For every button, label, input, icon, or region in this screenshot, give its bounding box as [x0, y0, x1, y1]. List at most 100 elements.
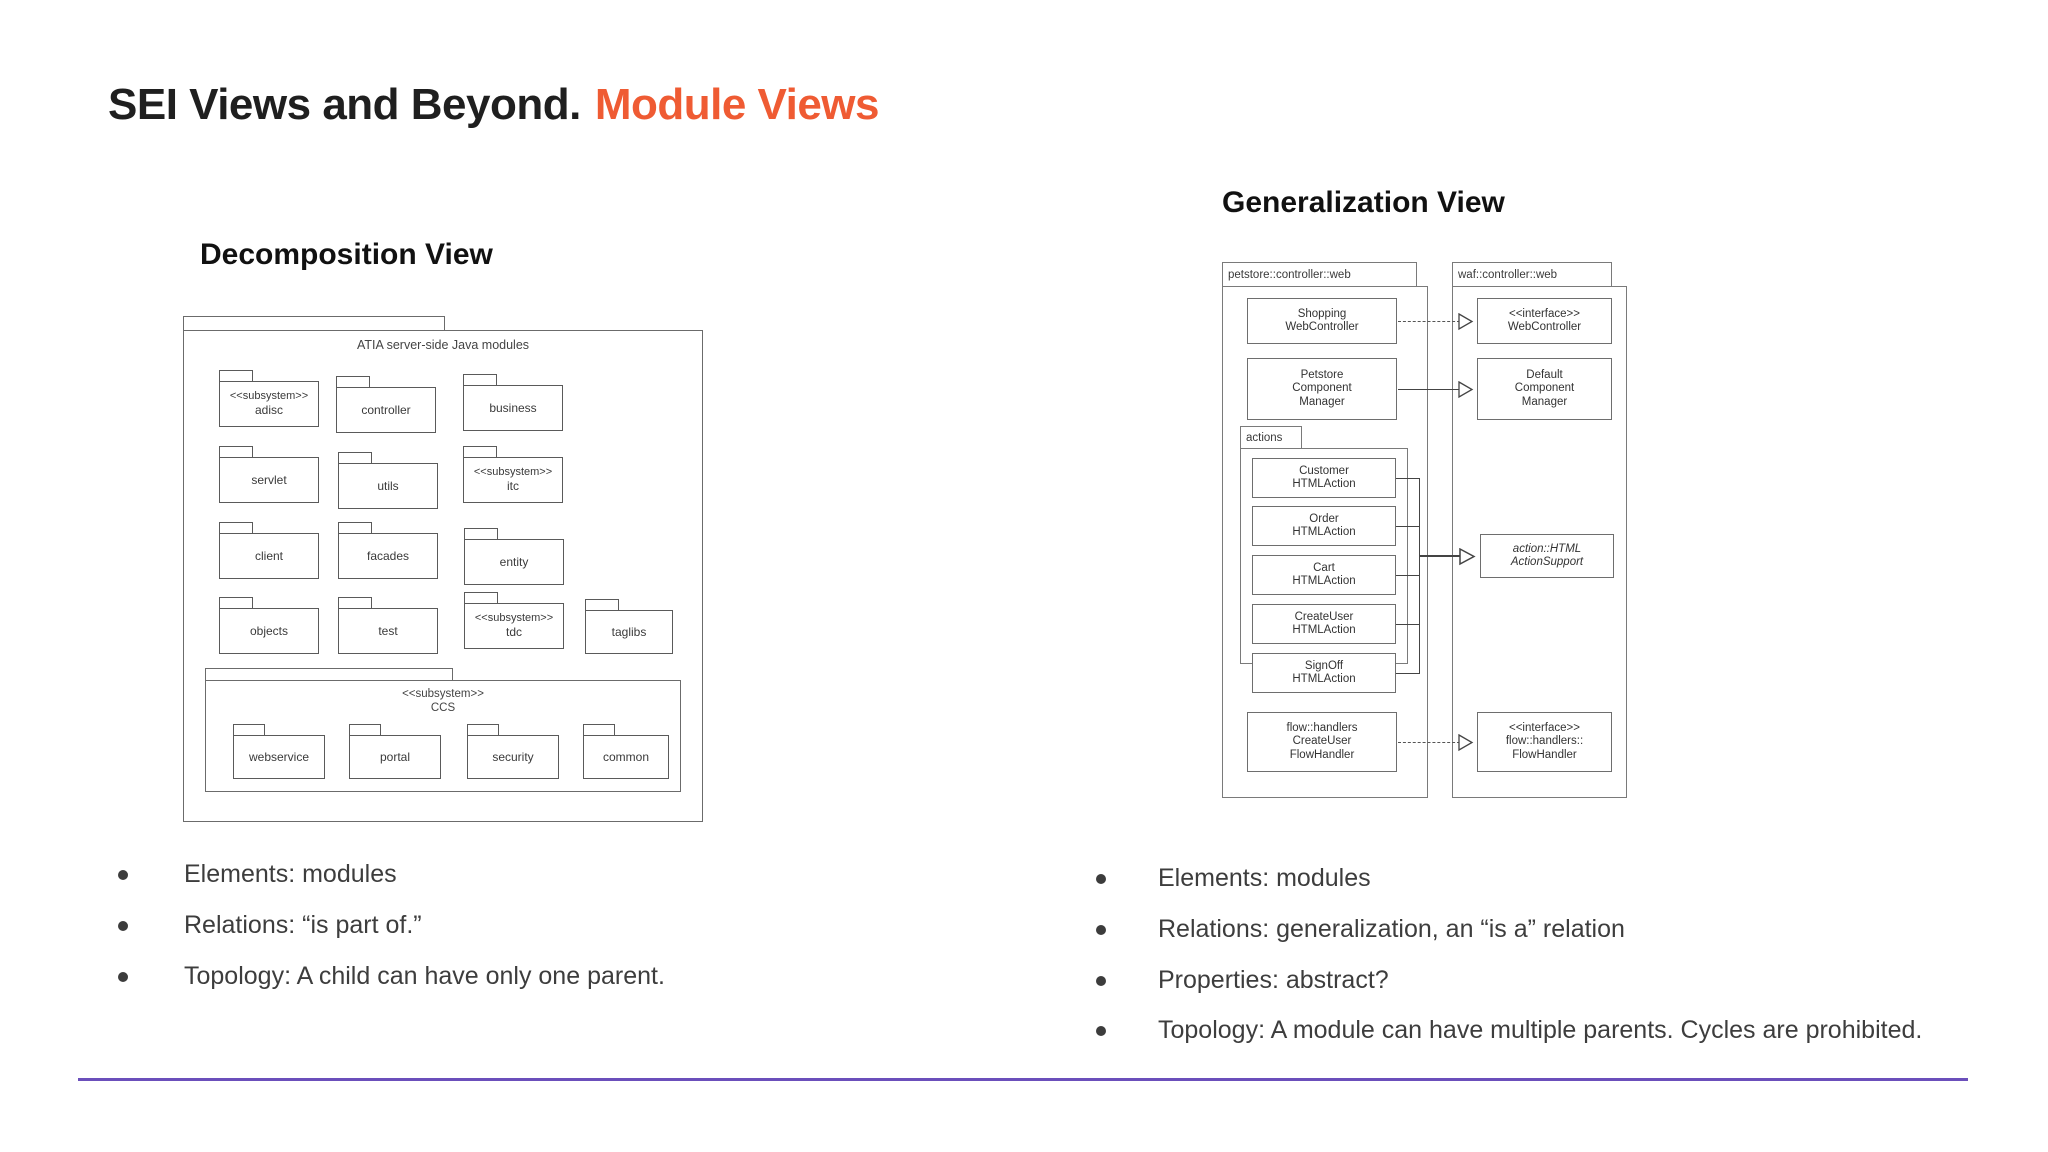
package-label: webservice	[248, 749, 310, 764]
package-label: test	[378, 623, 398, 638]
ccs-caption: <<subsystem>> CCS	[205, 688, 681, 716]
package-label: objects	[249, 623, 289, 638]
class-create-user-html-action: CreateUser HTMLAction	[1252, 604, 1396, 644]
generalization-edge-actionsupport	[1419, 555, 1461, 557]
realization-edge-flowhandler	[1398, 742, 1460, 743]
bullet-dot-icon	[1096, 874, 1106, 884]
list-item: Relations: generalization, an “is a” rel…	[1096, 913, 1966, 947]
class-customer-html-action: Customer HTMLAction	[1252, 458, 1396, 498]
package-tab-icon	[219, 597, 253, 608]
bullet-dot-icon	[1096, 975, 1106, 986]
package-tab-icon	[219, 370, 253, 381]
package-body: utils	[338, 463, 438, 509]
realization-edge-webcontroller	[1398, 321, 1460, 322]
package-label: facades	[366, 548, 410, 563]
class-default-component-manager: Default Component Manager	[1477, 358, 1612, 420]
package-body: common	[583, 735, 669, 779]
list-item: Topology: A module can have multiple par…	[1096, 1014, 1966, 1048]
package-body: entity	[464, 539, 564, 585]
class-cart-html-action: Cart HTMLAction	[1252, 555, 1396, 595]
package-tab-icon	[464, 528, 498, 539]
package-tab-icon	[463, 374, 497, 385]
generalization-edge-componentmanager	[1398, 389, 1460, 391]
package-body: objects	[219, 608, 319, 654]
list-item: Elements: modules	[118, 858, 948, 892]
package-label: business	[489, 400, 537, 415]
bullet-dot-icon	[118, 920, 128, 931]
package-tab-icon	[585, 599, 619, 610]
page-title: SEI Views and Beyond.Module Views	[108, 80, 880, 130]
class-shopping-web-controller: Shopping WebController	[1247, 298, 1397, 344]
list-item: Properties: abstract?	[1096, 964, 1966, 998]
bullet-dot-icon	[118, 971, 128, 982]
list-item-text: Topology: A child can have only one pare…	[184, 961, 665, 990]
action-stub-order	[1396, 526, 1420, 528]
petstore-package-tab: petstore::controller::web	[1222, 262, 1417, 286]
package-label: controller	[361, 402, 411, 417]
outer-package-tab	[183, 316, 445, 330]
package-body: test	[338, 608, 438, 654]
generalization-view-diagram: petstore::controller::web waf::controlle…	[1222, 262, 1642, 822]
outer-package-caption: ATIA server-side Java modules	[356, 338, 530, 352]
list-item: Relations: “is part of.”	[118, 909, 948, 943]
actions-package-tab: actions	[1240, 426, 1302, 448]
realization-arrowhead-webcontroller	[1458, 313, 1474, 331]
realization-arrowhead-flowhandler	[1458, 734, 1474, 752]
decomposition-view-diagram: ATIA server-side Java modules <<subsyste…	[183, 316, 703, 822]
package-body: client	[219, 533, 319, 579]
page-title-accent: Module Views	[594, 80, 880, 129]
bullet-dot-icon	[1096, 1026, 1106, 1037]
list-item-text: Properties: abstract?	[1158, 965, 1389, 994]
package-stereotype: <<subsystem>>	[229, 390, 309, 403]
package-stereotype: <<subsystem>>	[473, 466, 553, 479]
waf-package-label: waf::controller::web	[1458, 268, 1558, 281]
package-tab-icon	[349, 724, 381, 735]
package-label: security	[492, 749, 534, 764]
package-body: webservice	[233, 735, 325, 779]
list-item-text: Relations: generalization, an “is a” rel…	[1158, 914, 1625, 943]
bullet-dot-icon	[1096, 924, 1106, 935]
actions-package-label: actions	[1246, 431, 1283, 444]
package-body: servlet	[219, 457, 319, 503]
package-tab-icon	[219, 446, 253, 457]
waf-package-tab: waf::controller::web	[1452, 262, 1612, 286]
package-label: servlet	[251, 472, 287, 487]
decomposition-view-heading: Decomposition View	[200, 238, 493, 271]
package-label: itc	[507, 479, 519, 494]
list-item-text: Relations: “is part of.”	[184, 910, 422, 939]
list-item-text: Elements: modules	[1158, 864, 1371, 892]
package-label: entity	[499, 554, 529, 569]
action-stub-cart	[1396, 575, 1420, 577]
package-tab-icon	[338, 597, 372, 608]
package-body: facades	[338, 533, 438, 579]
package-body: controller	[336, 387, 436, 433]
package-stereotype: <<subsystem>>	[474, 612, 554, 625]
package-tab-icon	[336, 376, 370, 387]
package-body: business	[463, 385, 563, 431]
action-stub-signoff	[1396, 673, 1420, 675]
package-tab-icon	[583, 724, 615, 735]
package-tab-icon	[463, 446, 497, 457]
bullet-dot-icon	[118, 870, 128, 880]
list-item-text: Elements: modules	[184, 860, 397, 888]
package-tab-icon	[219, 522, 253, 533]
action-stub-customer	[1396, 478, 1420, 480]
package-body: <<subsystem>> adisc	[219, 381, 319, 427]
list-item: Topology: A child can have only one pare…	[118, 960, 948, 994]
package-label: client	[254, 548, 283, 563]
generalization-arrowhead-actionsupport	[1459, 548, 1476, 566]
package-label: adisc	[254, 403, 283, 418]
class-html-action-support: action::HTML ActionSupport	[1480, 534, 1614, 578]
generalization-bullet-list: Elements: modules Relations: generalizat…	[1096, 862, 1966, 1065]
package-label: portal	[379, 749, 411, 764]
package-body: taglibs	[585, 610, 673, 654]
action-bus-vertical	[1419, 478, 1421, 674]
list-item-text: Topology: A module can have multiple par…	[1158, 1016, 1923, 1045]
ccs-stereotype: <<subsystem>>	[402, 688, 484, 700]
list-item: Elements: modules	[1096, 862, 1966, 896]
generalization-view-heading: Generalization View	[1222, 186, 1505, 219]
action-stub-createuser	[1396, 624, 1420, 626]
package-label: common	[602, 749, 649, 764]
petstore-package-label: petstore::controller::web	[1228, 268, 1351, 281]
package-label: taglibs	[611, 624, 647, 639]
